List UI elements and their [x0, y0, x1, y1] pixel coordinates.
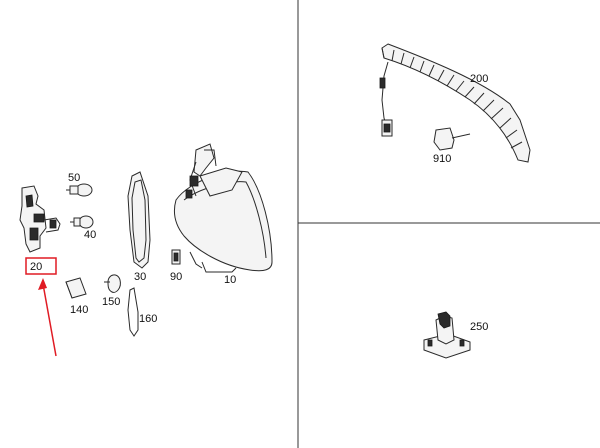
callout-250[interactable]: 250: [470, 321, 488, 333]
light-strip-segments: [391, 49, 523, 149]
highlight-arrow-shaft: [42, 283, 57, 357]
callout-150[interactable]: 150: [102, 296, 120, 308]
callout-910[interactable]: 910: [433, 153, 451, 165]
highlight-arrow-head: [38, 278, 47, 290]
part-90-clip[interactable]: [171, 249, 181, 265]
callout-90[interactable]: 90: [170, 271, 182, 283]
part-140-block[interactable]: [65, 277, 87, 299]
callout-30[interactable]: 30: [134, 271, 146, 283]
part-50-bulb[interactable]: [66, 183, 93, 197]
highlight-annotation: [25, 257, 57, 357]
part-20-actuator[interactable]: [19, 185, 61, 253]
part-150-cap[interactable]: [104, 274, 121, 293]
part-160-gasket[interactable]: [127, 287, 139, 337]
callout-140[interactable]: 140: [70, 304, 88, 316]
part-250-lamp-holder[interactable]: [423, 311, 471, 359]
callout-20[interactable]: 20: [30, 261, 42, 273]
part-30-mirror-glass[interactable]: [127, 171, 151, 269]
part-910-connector[interactable]: [433, 127, 471, 151]
callout-10[interactable]: 10: [224, 274, 236, 286]
part-40-bulb[interactable]: [70, 215, 94, 229]
callout-40[interactable]: 40: [84, 229, 96, 241]
highlight-box: [25, 257, 57, 275]
callout-50[interactable]: 50: [68, 172, 80, 184]
part-10-mirror-housing[interactable]: [173, 143, 273, 273]
callout-200[interactable]: 200: [470, 73, 488, 85]
callout-160[interactable]: 160: [139, 313, 157, 325]
part-200-light-strip[interactable]: [379, 43, 531, 163]
panel-dividers: [297, 0, 600, 448]
